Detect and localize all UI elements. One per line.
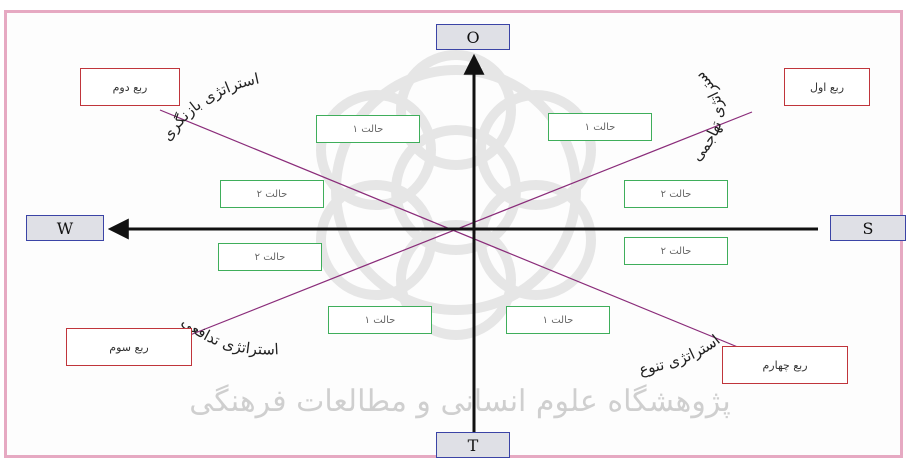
- quadrant-fourth-box: ربع چهارم: [722, 346, 848, 384]
- diagonal-q1-q3: [189, 111, 753, 336]
- state-q1-2: حالت ۲: [624, 180, 728, 208]
- state-q3-1: حالت ۲: [218, 243, 322, 271]
- state-q3-2: حالت ۱: [328, 306, 432, 334]
- state-q2-2: حالت ۲: [220, 180, 324, 208]
- axis-label-top: O: [436, 24, 510, 50]
- axis-label-right: S: [830, 215, 906, 241]
- state-q4-2: حالت ۱: [506, 306, 610, 334]
- state-q4-1: حالت ۲: [624, 237, 728, 265]
- watermark-text: پژوهشگاه علوم انسانی و مطالعات فرهنگی: [189, 384, 731, 419]
- quadrant-second-box: ربع دوم: [80, 68, 180, 106]
- state-q2-1: حالت ۱: [316, 115, 420, 143]
- quadrant-first-box: ربع اول: [784, 68, 870, 106]
- axis-label-left: W: [26, 215, 104, 241]
- strategy-label-q4: استراتژی تنوع: [638, 331, 724, 379]
- axis-label-bottom: T: [436, 432, 510, 458]
- state-q1-1: حالت ۱: [548, 113, 652, 141]
- quadrant-third-box: ربع سوم: [66, 328, 192, 366]
